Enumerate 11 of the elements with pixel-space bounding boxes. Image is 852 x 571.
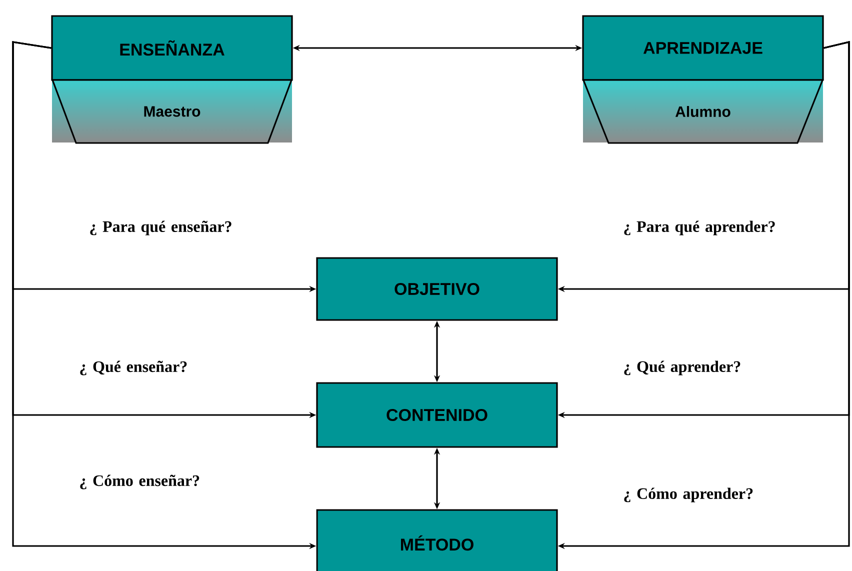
edge-label: ¿ Qué enseñar? bbox=[80, 360, 187, 376]
edge-label: ¿ Qué aprender? bbox=[624, 360, 740, 376]
edge-label: ¿ Para qué enseñar? bbox=[90, 220, 232, 236]
edge-label: ¿ Cómo enseñar? bbox=[80, 474, 200, 490]
process-box: APRENDIZAJE bbox=[582, 15, 824, 81]
edge-label: ¿ Cómo aprender? bbox=[624, 488, 753, 502]
edge-label: ¿ Para qué aprender? bbox=[624, 220, 775, 236]
process-box: MÉTODO bbox=[316, 509, 558, 571]
process-box: ENSEÑANZA bbox=[51, 15, 293, 81]
process-box: OBJETIVO bbox=[316, 257, 558, 321]
process-box: CONTENIDO bbox=[316, 382, 558, 448]
